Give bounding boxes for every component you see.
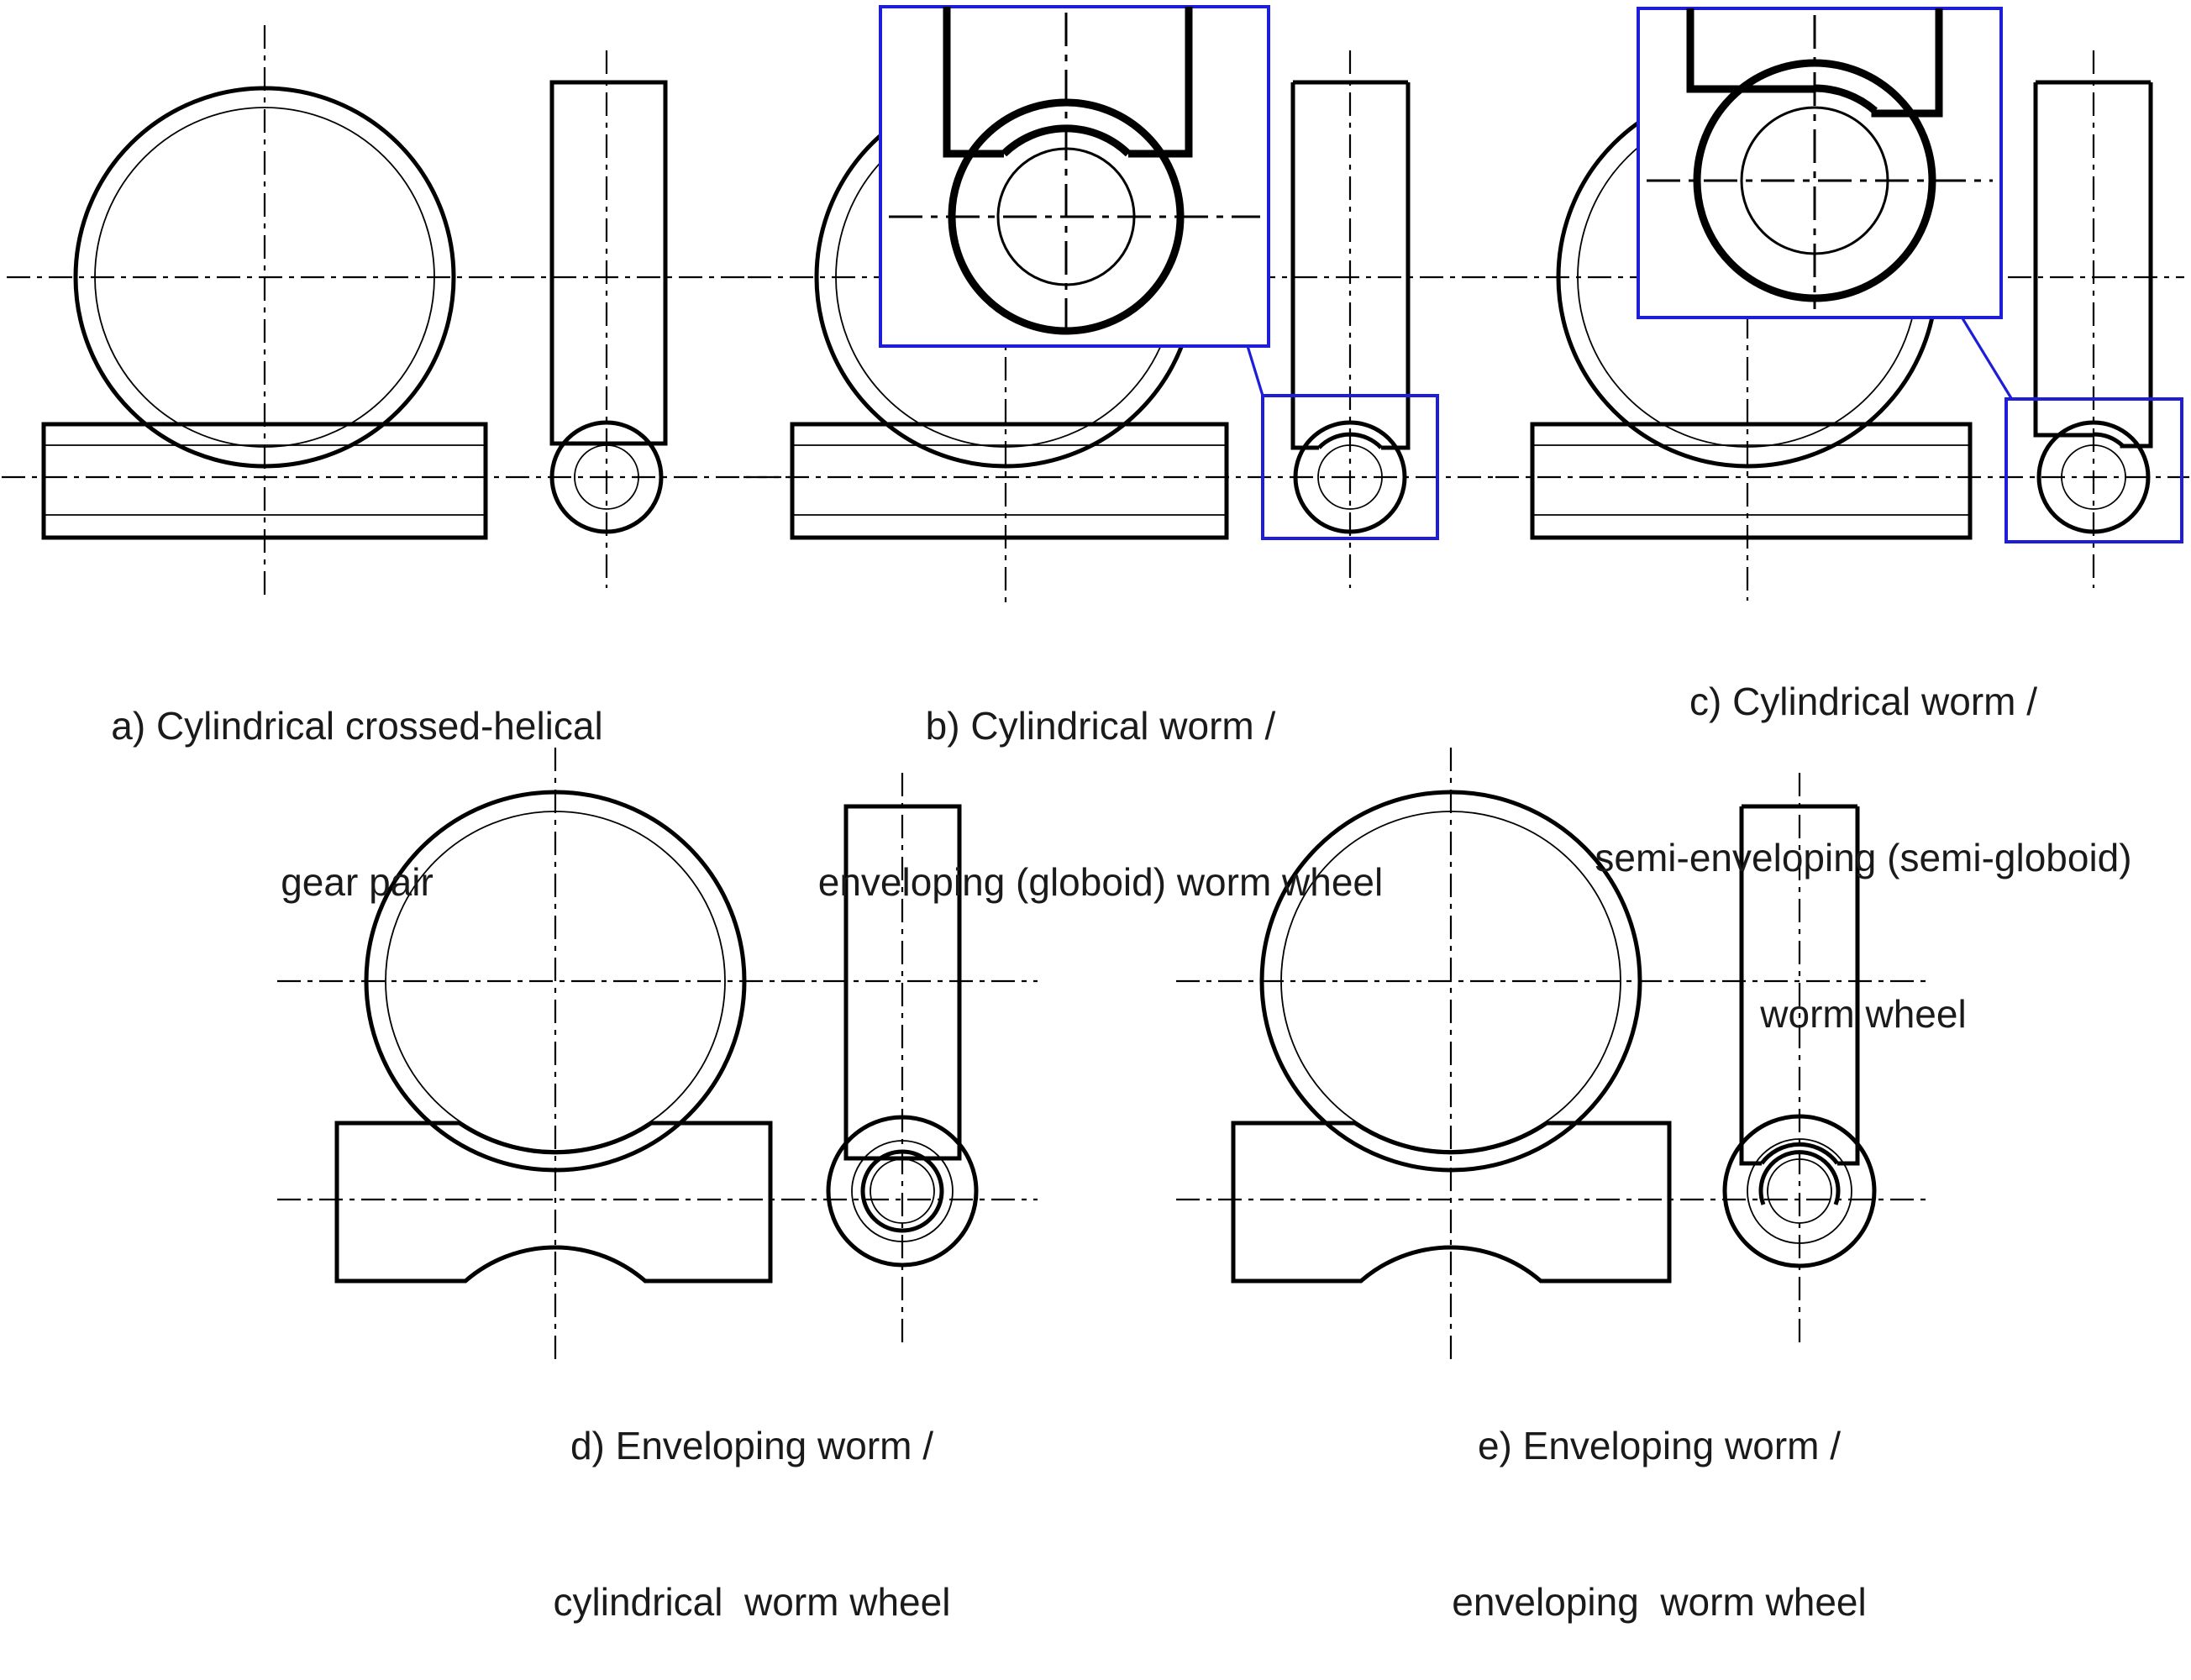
- wheel-front-view-e: [1259, 790, 1642, 1173]
- enveloping-worm-front-view-e: [1231, 1121, 1672, 1284]
- detail-inset-b: [879, 5, 1270, 348]
- worm-cross-section-d: [826, 1115, 979, 1268]
- detail-source-box-c: [2004, 397, 2183, 543]
- panel-d-caption: d) Enveloping worm / cylindrical worm wh…: [290, 1315, 1214, 1680]
- panel-c-drawing: [1495, 7, 2189, 601]
- caption-line: gear pair: [281, 860, 433, 904]
- centerlines-e: [1176, 748, 1932, 1361]
- detail-callout-line-b: [1246, 345, 1439, 540]
- wheel-front-view-d: [364, 790, 747, 1173]
- worm-shaft-front-view-c: [1530, 422, 1973, 540]
- wheel-front-view-a: [73, 86, 456, 469]
- panel-d-drawing: [277, 748, 1038, 1361]
- enveloping-worm-front-view-d: [334, 1121, 773, 1284]
- caption-line: enveloping (globoid) worm wheel: [817, 860, 1384, 904]
- panel-e-drawing: [1176, 748, 1932, 1361]
- centerlines-d: [277, 748, 1038, 1361]
- caption-line: d) Enveloping worm /: [570, 1424, 934, 1467]
- worm-cross-section-c: [2036, 420, 2151, 534]
- caption-line: a) Cylindrical crossed-helical: [111, 704, 603, 748]
- detail-inset-box-b: [879, 5, 1270, 348]
- caption-line: e) Enveloping worm /: [1477, 1424, 1842, 1467]
- gear-pair-diagrams-figure: [2, 5, 2189, 1361]
- worm-shaft-front-view-b: [790, 422, 1229, 540]
- caption-line: cylindrical worm wheel: [553, 1580, 951, 1624]
- wheel-side-view-a: [549, 80, 668, 446]
- panel-b-caption: b) Cylindrical worm / enveloping (globoi…: [638, 596, 1563, 960]
- worm-shaft-front-view-a: [41, 422, 488, 540]
- worm-cross-section-e: [1722, 1114, 1877, 1268]
- caption-line: b) Cylindrical worm /: [925, 704, 1276, 748]
- wheel-side-view-d: [843, 804, 962, 1161]
- wheel-side-view-b: [1290, 80, 1411, 450]
- detail-inset-c: [1637, 7, 2003, 319]
- caption-line: enveloping worm wheel: [1452, 1580, 1867, 1624]
- panel-a-drawing: [2, 25, 790, 601]
- centerlines-a: [2, 25, 790, 601]
- panel-e-caption: e) Enveloping worm / enveloping worm whe…: [1197, 1315, 2121, 1680]
- panel-b-drawing: [743, 5, 1500, 603]
- worm-cross-section-a: [549, 420, 664, 534]
- panel-c-caption: c) Cylindrical worm / semi-enveloping (s…: [1401, 571, 2191, 1092]
- detail-source-box-b: [1261, 394, 1439, 540]
- worm-cross-section-b: [1293, 420, 1407, 534]
- panel-a-caption: a) Cylindrical crossed-helical gear pair: [0, 596, 819, 960]
- caption-line: c) Cylindrical worm /: [1689, 680, 2038, 723]
- detail-callout-line-c: [1961, 318, 2183, 543]
- caption-line: semi-enveloping (semi-globoid): [1595, 836, 2132, 879]
- caption-line: worm wheel: [1760, 992, 1967, 1036]
